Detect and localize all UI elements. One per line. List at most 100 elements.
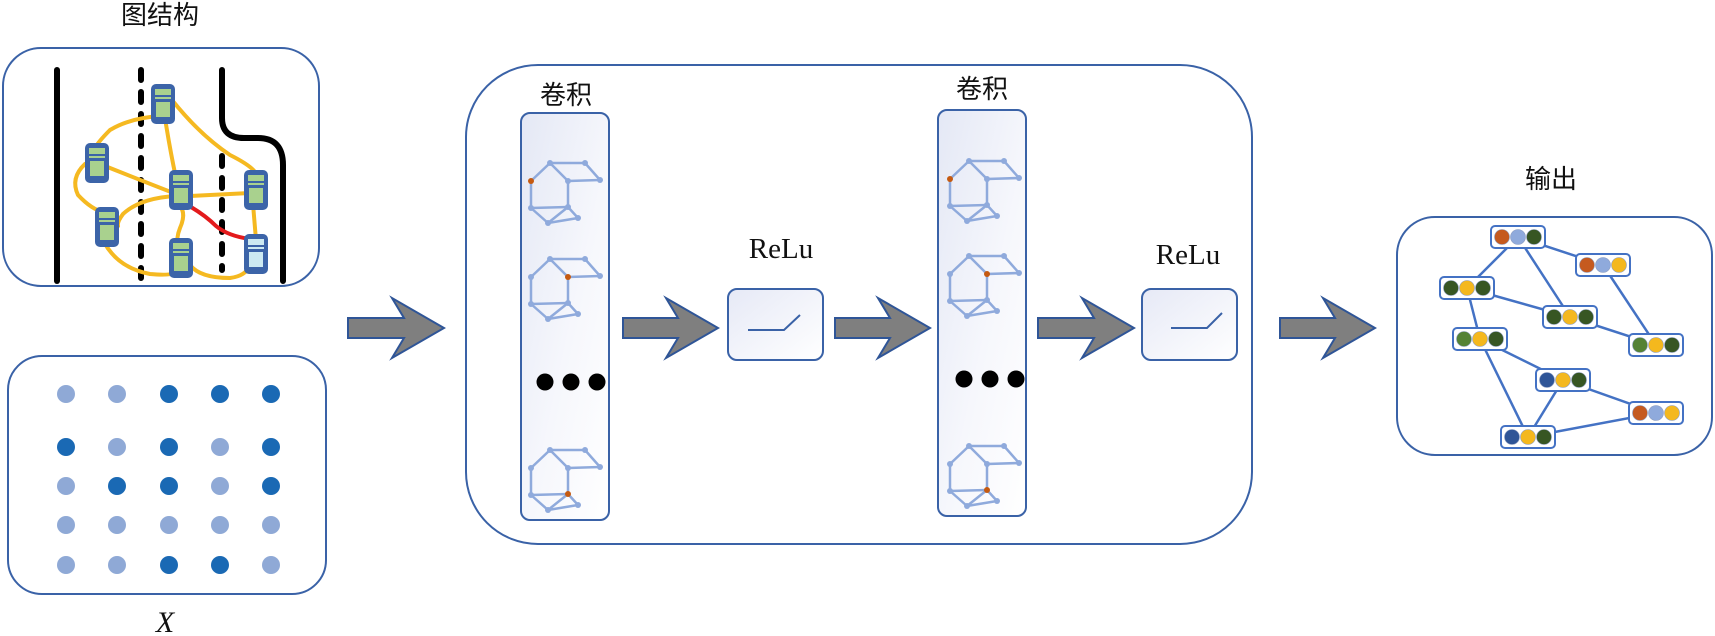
output-title: 输出 xyxy=(1525,165,1577,195)
output-feature-dot xyxy=(1526,229,1542,245)
ellipsis-dot xyxy=(536,373,554,391)
kernel-node xyxy=(1016,175,1022,181)
kernel-edge xyxy=(530,492,569,497)
conv2-kernels xyxy=(947,158,1025,509)
kernel-edge xyxy=(986,461,1020,466)
feature-dot-inactive xyxy=(262,556,280,574)
road-edge-right xyxy=(219,67,286,284)
kernel-node xyxy=(597,273,603,279)
output-node xyxy=(1452,327,1508,351)
output-node xyxy=(1628,401,1684,425)
output-feature-dot xyxy=(1456,331,1472,347)
kernel-edge xyxy=(530,207,549,224)
kernel-edge xyxy=(530,303,549,320)
kernel-edge xyxy=(549,258,569,278)
feature-matrix-label: X xyxy=(155,606,176,636)
output-edge xyxy=(1478,338,1530,438)
vehicle-windshield xyxy=(248,175,264,181)
feature-dot-inactive xyxy=(211,438,229,456)
feature-dot-inactive xyxy=(108,438,126,456)
output-feature-dot xyxy=(1571,372,1587,388)
feature-dot-active xyxy=(262,385,280,403)
kernel-node xyxy=(582,256,588,262)
kernel-edge xyxy=(1003,255,1020,274)
kernel-edge xyxy=(530,162,551,182)
kernel-node xyxy=(947,461,953,467)
vehicle-icon xyxy=(244,234,268,274)
graph-structure-title: 图结构 xyxy=(121,1,199,31)
relu2-box xyxy=(1141,288,1238,361)
kernel-edge xyxy=(584,449,601,468)
output-feature-dot xyxy=(1472,331,1488,347)
kernel-node xyxy=(582,160,588,166)
kernel-edge xyxy=(949,488,988,493)
kernel-edge xyxy=(968,255,988,275)
kernel-node xyxy=(547,447,553,453)
kernel-edge xyxy=(584,258,601,277)
kernel-node xyxy=(565,300,571,306)
kernel-node xyxy=(947,271,953,277)
kernel-node xyxy=(565,204,571,210)
kernel-edge xyxy=(530,205,569,210)
conv-layer-2: 卷积 xyxy=(937,75,1027,517)
kernel-node xyxy=(565,178,571,184)
vehicle-icon xyxy=(169,238,193,278)
kernel-node-center xyxy=(565,491,571,497)
flow-arrow-icon xyxy=(1279,295,1378,361)
kernel-node xyxy=(582,447,588,453)
kernel-edge xyxy=(966,204,988,222)
vehicle-roof xyxy=(249,188,263,203)
kernel-node xyxy=(528,465,534,471)
kernel-node xyxy=(528,301,534,307)
kernel-edge xyxy=(949,160,970,180)
kernel-edge xyxy=(986,271,1020,276)
kernel-node xyxy=(528,274,534,280)
output-feature-dot xyxy=(1475,280,1491,296)
kernel-edge xyxy=(584,162,601,181)
vehicle-icon xyxy=(151,84,175,124)
flow-arrow-icon xyxy=(834,295,933,361)
feature-matrix-dots xyxy=(57,385,280,574)
output-feature-dot xyxy=(1520,429,1536,445)
graph-kernel-icon xyxy=(528,160,603,226)
vehicle-roof xyxy=(174,188,188,203)
output-feature-dot xyxy=(1488,331,1504,347)
output-feature-dot xyxy=(1648,405,1664,421)
output-feature-dot xyxy=(1459,280,1475,296)
kernel-edge xyxy=(949,490,968,507)
kernel-edge xyxy=(966,309,998,318)
kernel-node xyxy=(1001,253,1007,259)
kernel-node xyxy=(964,313,970,319)
output-feature-dot xyxy=(1648,337,1664,353)
kernel-edge xyxy=(530,258,551,278)
output-edge xyxy=(1601,264,1658,346)
kernel-node xyxy=(947,488,953,494)
kernel-node xyxy=(597,464,603,470)
vehicle-stripe xyxy=(173,183,189,185)
kernel-edge xyxy=(949,205,968,222)
feature-dot-active xyxy=(57,438,75,456)
feature-dot-inactive xyxy=(211,516,229,534)
output-feature-dot xyxy=(1579,257,1595,273)
kernel-edge xyxy=(567,274,601,279)
kernel-node xyxy=(966,158,972,164)
output-feature-dot xyxy=(1562,309,1578,325)
graph-structure-frame xyxy=(2,47,320,287)
feature-dot-active xyxy=(211,556,229,574)
kernel-node xyxy=(565,465,571,471)
conv1-kernels xyxy=(528,160,606,513)
kernel-edge xyxy=(547,302,569,320)
vehicle-roof xyxy=(156,102,170,117)
output-feature-dot xyxy=(1510,229,1526,245)
kernel-node xyxy=(984,176,990,182)
kernel-edge xyxy=(966,489,988,507)
kernel-edge xyxy=(547,493,569,511)
kernel-edge xyxy=(547,312,579,321)
vehicle-icon xyxy=(95,207,119,247)
output-node xyxy=(1500,425,1556,449)
kernel-node-center xyxy=(528,178,534,184)
relu1-label: ReLu xyxy=(749,233,813,265)
output-feature-dot xyxy=(1555,372,1571,388)
kernel-edge xyxy=(549,449,569,469)
ellipsis-dot xyxy=(562,373,580,391)
